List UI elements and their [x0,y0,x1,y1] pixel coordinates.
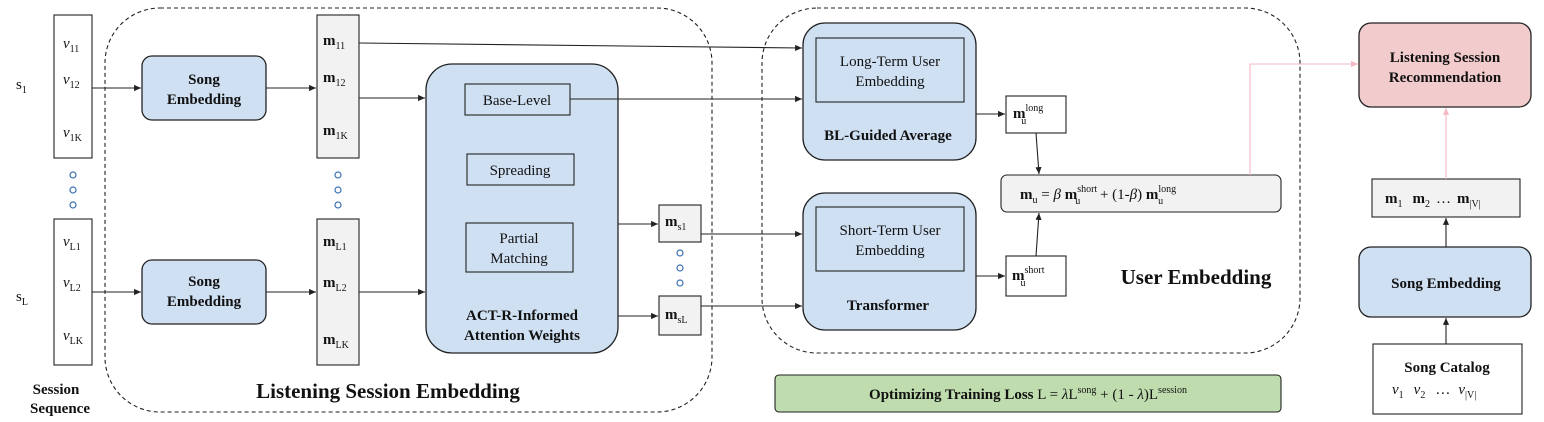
partial-matching-label-line1: Partial [499,231,538,247]
emb-ml2: m [323,275,336,291]
spreading-box [466,153,575,186]
short-term-block: Short-Term User Embedding Transformer [802,192,977,331]
emb-m1k: m [323,123,336,139]
bl-guided-average-label: BL-Guided Average [824,128,952,144]
ellipsis-dot [334,186,342,194]
training-loss-box [774,374,1282,413]
session-output-ms1: m [665,214,678,230]
long-term-label-line2: Embedding [855,74,925,90]
listening-session-embedding-title: Listening Session Embedding [256,379,520,403]
item-vl2: v [63,275,70,291]
partial-matching-label-line2: Matching [490,251,548,267]
ellipsis-dot [676,279,684,287]
session-output-msl: m [665,307,678,323]
actr-title-line2: Attention Weights [464,328,580,344]
embedding-column-1: m11 m12 m1K [316,14,360,159]
connectors [92,42,1450,344]
session-output-s1-box [658,204,702,243]
session-l-items-box [53,218,93,366]
ellipsis-dot [334,201,342,209]
listening-session-embedding-region [104,7,713,413]
actr-attention-block: Base-Level Spreading Partial Matching AC… [425,63,619,354]
svg-text:Listening Session: Listening Session [1390,50,1501,66]
svg-text:vLK: vLK [63,328,84,347]
svg-text:mLK: mLK [323,332,350,351]
svg-text:m12: m12 [323,70,346,89]
svg-text:v11: v11 [63,36,79,55]
svg-text:Song Embedding: Song Embedding [1391,276,1501,292]
ellipsis-dot [69,201,77,209]
session-output-sl-box [658,295,702,336]
song-catalog-title: Song Catalog [1404,360,1490,376]
svg-text:msL: msL [665,307,688,326]
transformer-label: Transformer [847,298,930,314]
user-embedding-title: User Embedding [1121,265,1272,289]
embedding-column-l: mL1 mL2 mLK [316,218,360,366]
svg-text:v1K: v1K [63,125,83,144]
song-embedding-right-box: Song Embedding [1358,246,1532,318]
session-sequence-label-line1: Session [33,382,80,398]
session-1-items-box [53,14,93,159]
base-level-label: Base-Level [483,93,551,109]
ellipsis-dot [69,186,77,194]
m-short-label: m [1012,268,1025,284]
catalog-embeddings-box [1371,178,1521,218]
item-vl1: v [63,234,70,250]
song-catalog-box [1372,343,1523,415]
item-v11: v [63,36,70,52]
emb-mlk: m [323,332,336,348]
m-short-box [1005,255,1067,297]
svg-text:Recommendation: Recommendation [1389,70,1502,86]
long-term-label-line1: Long-Term User [840,54,940,70]
short-term-label-line1: Short-Term User [839,223,940,239]
ellipsis-dot [69,171,77,179]
svg-text:vL2: vL2 [63,275,81,294]
song-embedding-block-l: Song Embedding [141,259,267,325]
svg-text:s1: s1 [16,77,27,96]
session-sequence: v11 v12 v1K vL1 vL2 vLK s1 sL Session Se… [16,14,93,417]
m-long-label: m [1013,106,1026,122]
session-sl-label: s [16,289,22,305]
user-embedding-formula-box [1000,174,1282,213]
svg-text:Song: Song [188,72,220,88]
short-term-label-line2: Embedding [855,243,925,259]
spreading-label: Spreading [490,163,551,179]
svg-text:mL2: mL2 [323,275,347,294]
svg-text:sL: sL [16,289,28,308]
svg-text:Embedding: Embedding [167,92,242,108]
svg-text:Embedding: Embedding [167,294,242,310]
svg-text:ms1: ms1 [665,214,686,233]
session-s1-label: s [16,77,22,93]
item-v12: v [63,72,70,88]
partial-matching-box [465,222,574,273]
long-term-block: Long-Term User Embedding BL-Guided Avera… [802,22,977,161]
svg-text:Song: Song [188,274,220,290]
ellipsis-dot [334,171,342,179]
session-sequence-label-line2: Sequence [30,401,90,417]
svg-text:v12: v12 [63,72,80,91]
svg-text:mL1: mL1 [323,234,347,253]
ellipsis-dot [676,264,684,272]
svg-text:m1K: m1K [323,123,349,142]
user-embedding-region [761,7,1301,354]
emb-ml1: m [323,234,336,250]
emb-m12: m [323,70,336,86]
svg-text:vL1: vL1 [63,234,81,253]
song-embedding-block-1: Song Embedding [141,55,267,121]
ellipsis-dot [676,249,684,257]
item-v1k: v [63,125,70,141]
emb-m11: m [323,33,336,49]
training-loss-formula: Optimizing Training Loss L = λLsong + (1… [869,385,1187,403]
listening-session-recommendation-box: Listening Session Recommendation [1358,22,1532,108]
item-vlk: v [63,328,70,344]
actr-title-line1: ACT-R-Informed [466,308,579,324]
svg-text:m11: m11 [323,33,345,52]
